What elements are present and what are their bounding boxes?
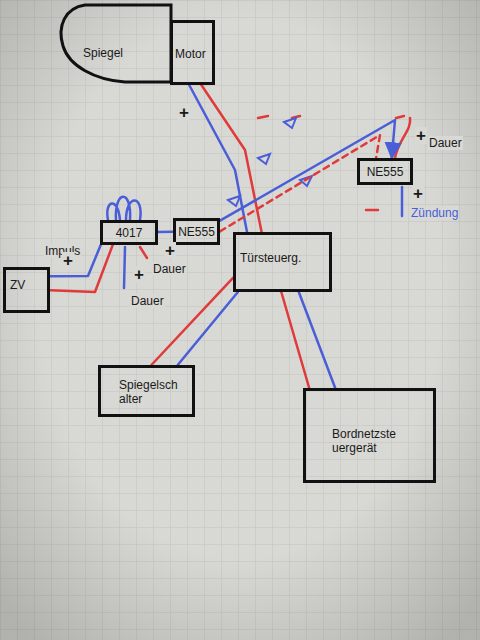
component-box: NE555 <box>357 158 413 185</box>
component-box: Bordnetzste uergerät <box>303 388 436 483</box>
component-box: ZV <box>3 267 50 313</box>
component-box: 4017 <box>100 220 158 245</box>
wire <box>201 85 261 232</box>
pin-wire <box>140 247 147 258</box>
component-label: Türsteuerg. <box>240 251 301 265</box>
component-label: ZV <box>10 278 25 292</box>
component-box: NE555 <box>173 218 220 245</box>
component-label: Bordnetzste uergerät <box>332 427 424 455</box>
component-label: Spiegel <box>83 46 123 60</box>
component-box: Türsteuerg. <box>233 232 332 292</box>
polarity-mark: + <box>133 266 145 283</box>
mirror-outline <box>55 2 173 85</box>
wire <box>178 292 238 365</box>
component-label: NE555 <box>178 225 215 239</box>
polarity-mark: + <box>62 252 74 269</box>
component-label: NE555 <box>367 165 404 179</box>
signal-label: Dauer <box>152 262 187 276</box>
signal-label: Dauer <box>428 136 463 150</box>
component-label: Spiegelsch alter <box>119 378 189 406</box>
polarity-mark: + <box>164 242 176 259</box>
signal-label: Zündung <box>410 206 459 220</box>
supply-wire <box>395 118 410 158</box>
polarity-mark: + <box>412 185 424 202</box>
pin-wire <box>124 247 125 288</box>
mirror-shape: Spiegel <box>55 2 173 85</box>
ignition-wire <box>401 187 404 216</box>
wire <box>158 231 173 234</box>
component-label: 4017 <box>116 226 143 240</box>
pin-loops <box>107 197 140 220</box>
component-box: Motor <box>170 20 215 85</box>
component-label: Motor <box>175 47 206 61</box>
signal-label: Dauer <box>130 294 165 308</box>
wire <box>220 135 380 231</box>
component-box: Spiegelsch alter <box>98 365 195 417</box>
mirror-outline-path <box>61 5 171 82</box>
wire <box>151 278 233 365</box>
polarity-mark: + <box>178 104 190 121</box>
wire <box>299 292 335 388</box>
polarity-mark: + <box>415 127 427 144</box>
